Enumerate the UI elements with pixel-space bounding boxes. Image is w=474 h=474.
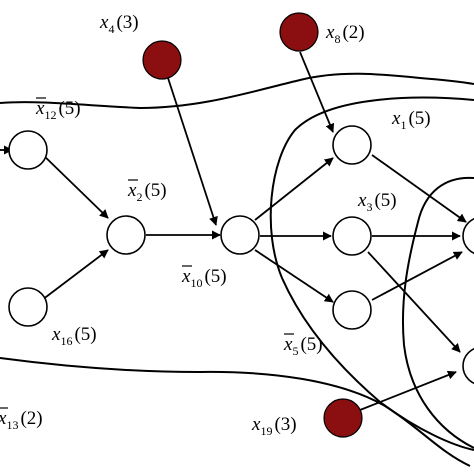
label-x8: x8(2) (325, 22, 365, 46)
label-x10: x10(5) (181, 265, 227, 290)
node-x3[interactable] (332, 216, 372, 256)
edge-x16-x2 (41, 249, 109, 301)
edge-x10-x1 (254, 157, 334, 221)
edge-left-x2 (39, 151, 109, 219)
svg-text:x19(3): x19(3) (251, 414, 297, 438)
node-x2[interactable] (106, 215, 146, 255)
node-x5[interactable] (332, 290, 372, 330)
svg-text:x1(5): x1(5) (391, 108, 431, 132)
region-boundary-inner-right (401, 176, 474, 449)
region-boundary-inner-left (269, 96, 474, 451)
edge-x3-lower-right (367, 251, 461, 353)
label-x13: x13(2) (0, 407, 43, 432)
node-x10[interactable] (220, 215, 260, 255)
node-x16[interactable] (8, 287, 48, 327)
svg-text:x12(5): x12(5) (35, 98, 81, 122)
svg-text:x4(3): x4(3) (99, 12, 139, 36)
node-right-middle[interactable] (462, 217, 474, 255)
region-boundary-lower (0, 357, 471, 467)
edge-x19-lower-right (359, 370, 457, 411)
svg-text:x10(5): x10(5) (181, 266, 227, 290)
label-x3: x3(5) (357, 190, 397, 214)
label-x16: x16(5) (51, 324, 97, 348)
node-x1[interactable] (332, 125, 372, 165)
label-x1: x1(5) (391, 108, 431, 132)
node-x19[interactable] (323, 398, 363, 438)
edge-x8-x1 (299, 51, 335, 133)
edge-x10-x5 (254, 249, 334, 303)
node-x4[interactable] (142, 40, 182, 80)
label-x2: x2(5) (127, 179, 167, 204)
label-x4: x4(3) (99, 12, 139, 36)
svg-text:x16(5): x16(5) (51, 324, 97, 348)
svg-text:x2(5): x2(5) (127, 180, 167, 204)
node-right-lower[interactable] (462, 347, 474, 385)
label-x19: x19(3) (251, 414, 297, 438)
node-x8[interactable] (279, 12, 319, 52)
edge-x5-right (371, 251, 463, 301)
label-x12: x12(5) (35, 97, 81, 122)
label-x5: x5(5) (283, 333, 323, 358)
svg-text:x13(2): x13(2) (0, 408, 43, 432)
edge-x4-x10 (167, 77, 218, 226)
edge-x1-right (371, 154, 467, 223)
svg-text:x3(5): x3(5) (357, 190, 397, 214)
region-boundary-outer (0, 72, 474, 110)
svg-text:x8(2): x8(2) (325, 22, 365, 46)
svg-text:x5(5): x5(5) (283, 334, 323, 358)
node-left-top[interactable] (8, 130, 48, 170)
